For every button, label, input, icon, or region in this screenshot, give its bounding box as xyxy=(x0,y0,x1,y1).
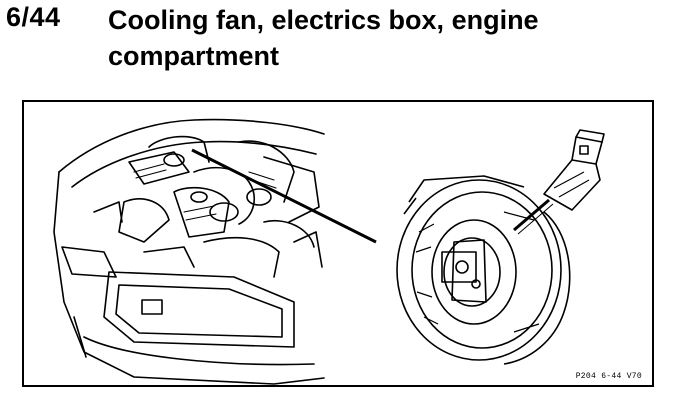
page-title: Cooling fan, electrics box, engine compa… xyxy=(108,5,539,71)
illustration-svg xyxy=(53,118,605,385)
cooling-fan-icon xyxy=(396,129,605,365)
pointer-line-icon xyxy=(191,148,377,244)
illustration-frame: P204 6-44 V70 xyxy=(22,100,654,387)
section-number: 6/44 xyxy=(6,2,61,32)
engine-compartment-icon xyxy=(53,118,325,385)
figure-reference: P204 6-44 V70 xyxy=(575,372,642,381)
